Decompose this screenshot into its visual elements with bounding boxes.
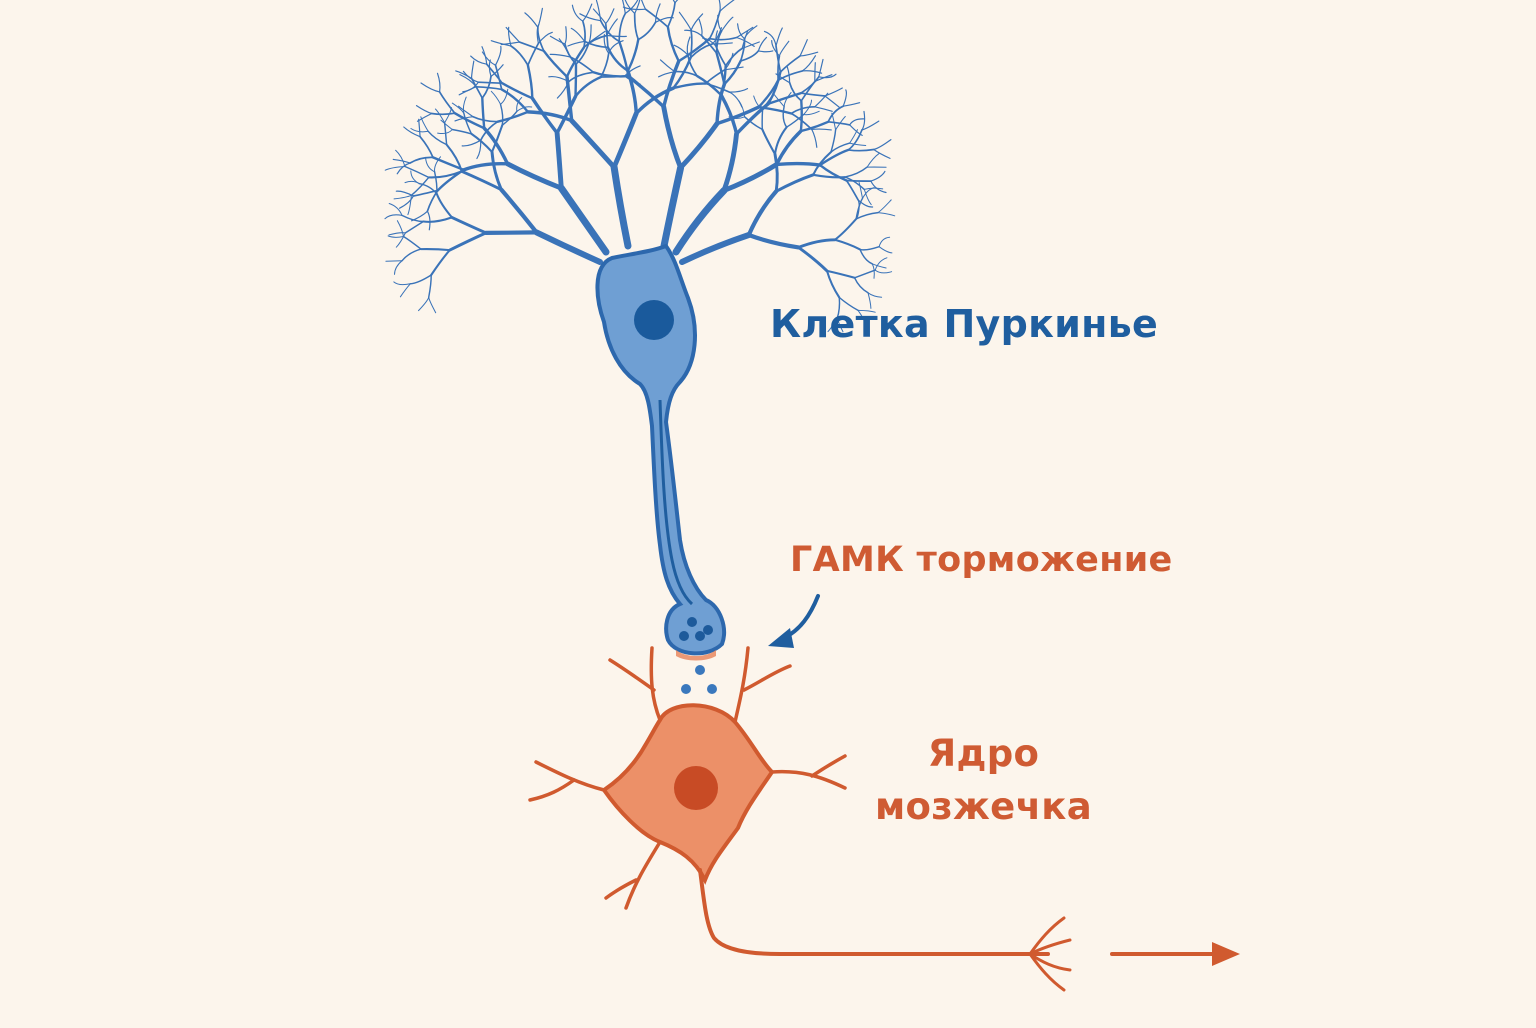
curved-arrow-icon xyxy=(768,594,820,648)
cerebellar-nucleus-label-line1: Ядро xyxy=(927,732,1040,775)
cerebellar-nucleus-label-line2: мозжечка xyxy=(875,784,1092,828)
purkinje-dendritic-tree xyxy=(384,0,896,333)
gaba-inhibition-label: ГАМК торможение xyxy=(790,540,1173,580)
purkinje-axon xyxy=(658,399,694,606)
right-arrow-icon xyxy=(1110,942,1240,966)
synaptic-vesicles xyxy=(679,617,713,641)
nuclear-neuron-nucleus xyxy=(674,766,718,810)
synaptic-contact xyxy=(676,650,716,661)
cerebellar-nucleus-label: Ядро мозжечка xyxy=(875,728,1092,833)
purkinje-cell-label: Клетка Пуркинье xyxy=(770,302,1159,346)
axon-terminal-branches xyxy=(1028,916,1072,992)
nuclear-neuron-axon xyxy=(698,868,1050,956)
purkinje-nucleus xyxy=(634,300,674,340)
nuclear-neuron-dendrites xyxy=(528,646,847,910)
